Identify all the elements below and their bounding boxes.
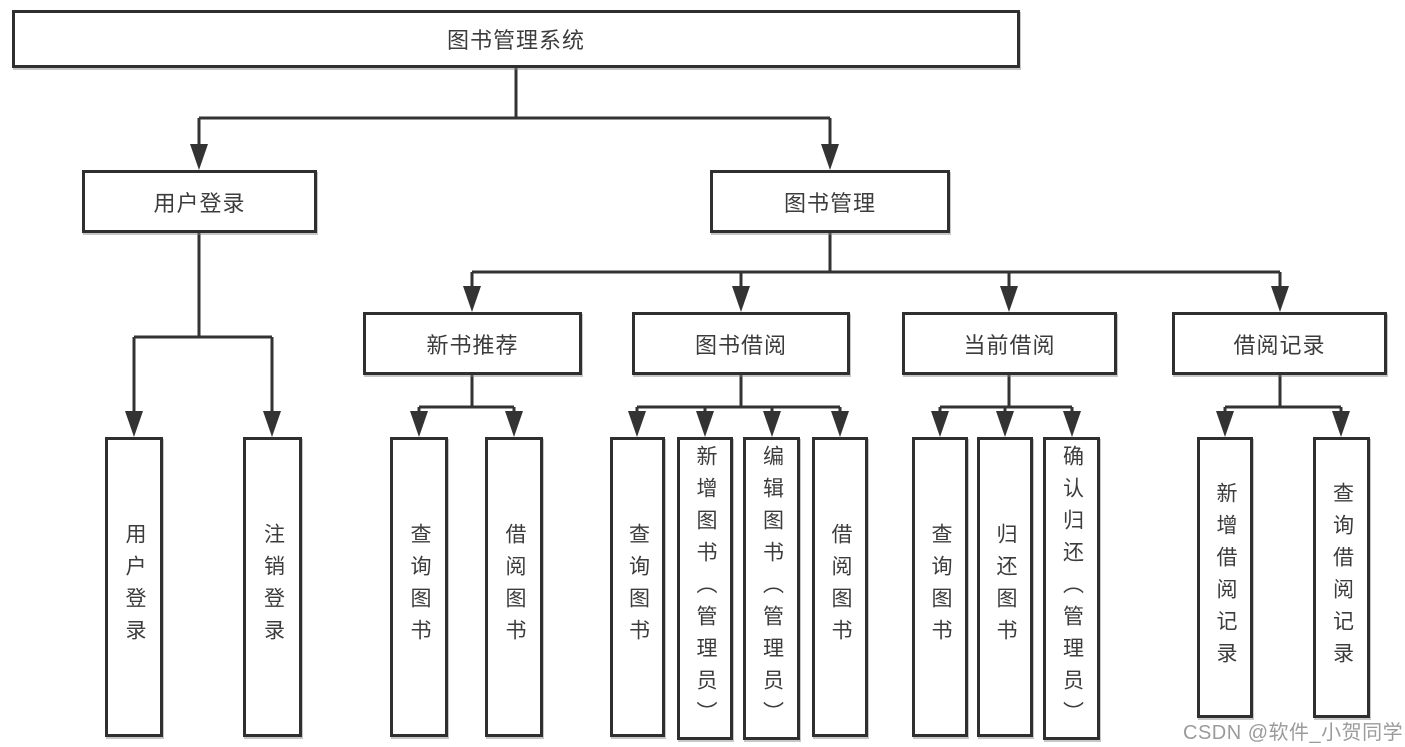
leaf-label: 查询图书: [408, 523, 431, 651]
node-label: 用户登录: [153, 190, 246, 216]
node-current-borrow: 当前借阅: [902, 312, 1117, 375]
leaf-logout: 注销登录: [243, 437, 302, 737]
node-user-login: 用户登录: [82, 170, 317, 233]
leaf-confirm-return-admin: 确认归还（管理员）: [1043, 437, 1100, 740]
watermark: CSDN @软件_小贺同学: [1183, 722, 1404, 744]
leaf-edit-book-admin: 编辑图书（管理员）: [743, 437, 800, 740]
leaf-query-book-rec: 查询图书: [390, 437, 448, 737]
leaf-query-book-current: 查询图书: [912, 437, 968, 737]
leaf-label: 新增借阅记录: [1214, 481, 1237, 674]
leaf-label: 查询图书: [929, 523, 952, 651]
leaf-label: 新增图书（管理员）: [694, 444, 717, 733]
node-borrow-record: 借阅记录: [1172, 312, 1387, 375]
node-label: 图书管理系统: [446, 28, 585, 53]
leaf-label: 查询图书: [626, 523, 650, 651]
leaf-label: 编辑图书（管理员）: [760, 444, 784, 733]
leaf-label: 归还图书: [994, 523, 1017, 651]
leaf-label: 查询借阅记录: [1330, 481, 1354, 674]
leaf-query-borrow-record: 查询借阅记录: [1313, 437, 1370, 718]
leaf-label: 借阅图书: [829, 523, 852, 651]
node-root-system: 图书管理系统: [12, 10, 1020, 68]
node-book-borrow: 图书借阅: [632, 312, 850, 375]
leaf-label: 确认归还（管理员）: [1060, 444, 1084, 733]
node-new-book-recommend: 新书推荐: [363, 312, 582, 375]
node-label: 图书借阅: [694, 332, 787, 358]
leaf-label: 借阅图书: [503, 523, 526, 651]
node-label: 当前借阅: [963, 332, 1056, 358]
leaf-return-book: 归还图书: [977, 437, 1033, 737]
leaf-borrow-book-rec: 借阅图书: [485, 437, 543, 737]
node-label: 图书管理: [783, 190, 876, 216]
node-label: 新书推荐: [426, 332, 519, 358]
leaf-borrow-book: 借阅图书: [812, 437, 868, 737]
leaf-user-login: 用户登录: [105, 437, 163, 737]
leaf-label: 注销登录: [261, 523, 285, 651]
leaf-query-book-borrow: 查询图书: [610, 437, 665, 737]
leaf-add-book-admin: 新增图书（管理员）: [677, 437, 733, 740]
node-label: 借阅记录: [1233, 332, 1326, 358]
leaf-label: 用户登录: [123, 523, 146, 651]
leaf-add-borrow-record: 新增借阅记录: [1197, 437, 1253, 718]
node-book-management: 图书管理: [710, 170, 950, 233]
